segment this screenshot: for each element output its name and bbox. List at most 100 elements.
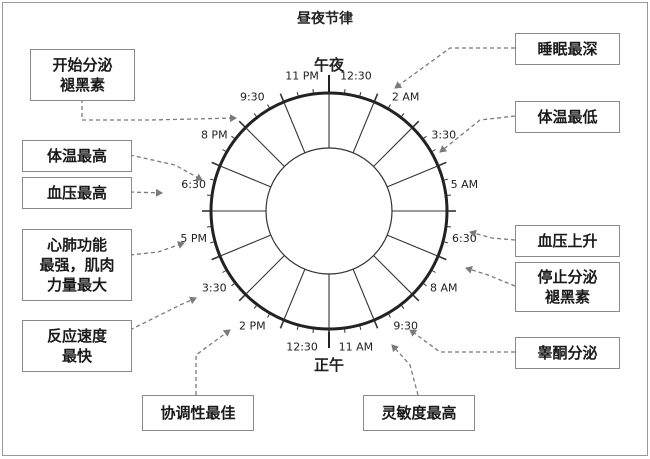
callout-best-coordination: 协调性最佳 (142, 395, 254, 431)
time-label: 2 AM (392, 90, 420, 103)
callout-testosterone-secretion: 睾酮分泌 (515, 337, 620, 369)
callout-line: 体温最高 (46, 147, 107, 165)
clock-tick (438, 161, 447, 167)
callout-line: 停止分泌 (537, 268, 598, 286)
arrow-start-melatonin (81, 99, 237, 123)
clock-tick (423, 283, 427, 287)
clock-tick (359, 92, 362, 97)
arrow-best-coordination (195, 329, 231, 395)
clock-tick (312, 88, 314, 94)
clock-tick (438, 255, 447, 261)
clock-tick (443, 178, 448, 181)
time-label: 3:30 (431, 128, 456, 141)
callout-line: 最强，肌肉 (39, 256, 115, 274)
clock-tick (401, 305, 405, 309)
clock-spoke (245, 255, 285, 295)
callout-stop-melatonin: 停止分泌 褪黑素 (515, 262, 620, 312)
clock-tick (296, 325, 299, 330)
clock-tick (431, 270, 436, 273)
arrow-blood-pressure-rise (469, 229, 516, 241)
callout-blood-pressure-rise: 血压上升 (515, 225, 620, 257)
callout-deepest-sleep: 睡眠最深 (515, 33, 620, 65)
callout-line: 灵敏度最高 (381, 404, 457, 422)
clock-spoke (386, 234, 439, 257)
time-label: 11 PM (285, 70, 319, 83)
callout-line: 血压最高 (46, 184, 107, 202)
clock-tick (238, 294, 246, 302)
clock-tick (373, 93, 379, 102)
midnight-label: 午夜 (314, 56, 345, 74)
clock-tick (211, 255, 220, 261)
clock-tick (412, 120, 420, 128)
callout-highest-body-temp: 体温最高 (22, 140, 132, 172)
clock-tick (446, 194, 452, 196)
callout-line: 反应速度 (46, 327, 107, 345)
clock-tick (267, 104, 270, 109)
callout-peak-cardio-strength: 心肺功能 最强，肌肉 力量最大 (22, 229, 132, 301)
clock-tick (344, 328, 346, 334)
clock-spoke (386, 165, 439, 188)
time-label: 8 AM (430, 282, 458, 295)
time-label: 12:30 (286, 340, 318, 353)
callout-line: 体温最低 (537, 108, 598, 126)
time-label: 9:30 (393, 320, 418, 333)
clock-tick (401, 113, 405, 117)
clock-spoke (219, 234, 272, 257)
clock-tick (443, 241, 448, 244)
clock-spoke (352, 101, 375, 154)
callout-line: 开始分泌 (52, 56, 113, 74)
arrow-testosterone-secretion (409, 329, 515, 353)
clock-tick (206, 226, 212, 228)
arrow-peak-cardio-strength (129, 241, 185, 256)
arrow-highest-body-temp (129, 154, 203, 181)
clock-tick (359, 325, 362, 330)
arrow-highest-alertness (391, 344, 419, 396)
clock-tick (253, 113, 257, 117)
clock-tick (211, 161, 220, 167)
clock-tick (388, 313, 391, 318)
callout-line: 睾酮分泌 (537, 344, 598, 362)
callout-start-melatonin: 开始分泌 褪黑素 (30, 49, 135, 101)
arrow-deepest-sleep (394, 47, 515, 89)
time-label: 9:30 (240, 90, 265, 103)
clock-tick (231, 135, 235, 139)
clock-tick (388, 104, 391, 109)
clock-spoke (245, 127, 285, 167)
callout-lowest-body-temp: 体温最低 (515, 101, 620, 133)
clock-spoke (283, 268, 306, 321)
clock-tick (253, 305, 257, 309)
clock-tick (431, 149, 436, 152)
clock-tick (238, 120, 246, 128)
clock-tick (206, 194, 212, 196)
arrow-highest-blood-pressure (129, 188, 163, 197)
arrow-lowest-body-temp (439, 115, 516, 153)
clock-tick (423, 135, 427, 139)
callout-fastest-reaction: 反应速度 最快 (22, 320, 132, 372)
arrow-fastest-reaction (129, 296, 197, 331)
clock-tick (231, 283, 235, 287)
clock-tick (279, 93, 285, 102)
clock-tick (210, 178, 215, 181)
clock-spoke (373, 255, 413, 295)
clock-spoke (283, 101, 306, 154)
clock-tick (373, 320, 379, 329)
clock-spoke (373, 127, 413, 167)
noon-label: 正午 (314, 356, 344, 374)
diagram-title: 昼夜节律 (297, 11, 353, 27)
clock-tick (210, 241, 215, 244)
callout-line: 力量最大 (46, 276, 107, 294)
callout-highest-alertness: 灵敏度最高 (363, 395, 475, 431)
clock-spoke (352, 268, 375, 321)
callout-line: 协调性最佳 (160, 404, 236, 422)
clock-tick (296, 92, 299, 97)
clock-tick (312, 328, 314, 334)
time-label: 3:30 (202, 282, 227, 295)
clock-tick (267, 313, 270, 318)
callout-line: 褪黑素 (544, 288, 590, 306)
time-label: 2 PM (239, 320, 266, 333)
clock-tick (222, 149, 227, 152)
callout-line: 最快 (61, 347, 92, 365)
clock-inner-ring (265, 147, 393, 275)
